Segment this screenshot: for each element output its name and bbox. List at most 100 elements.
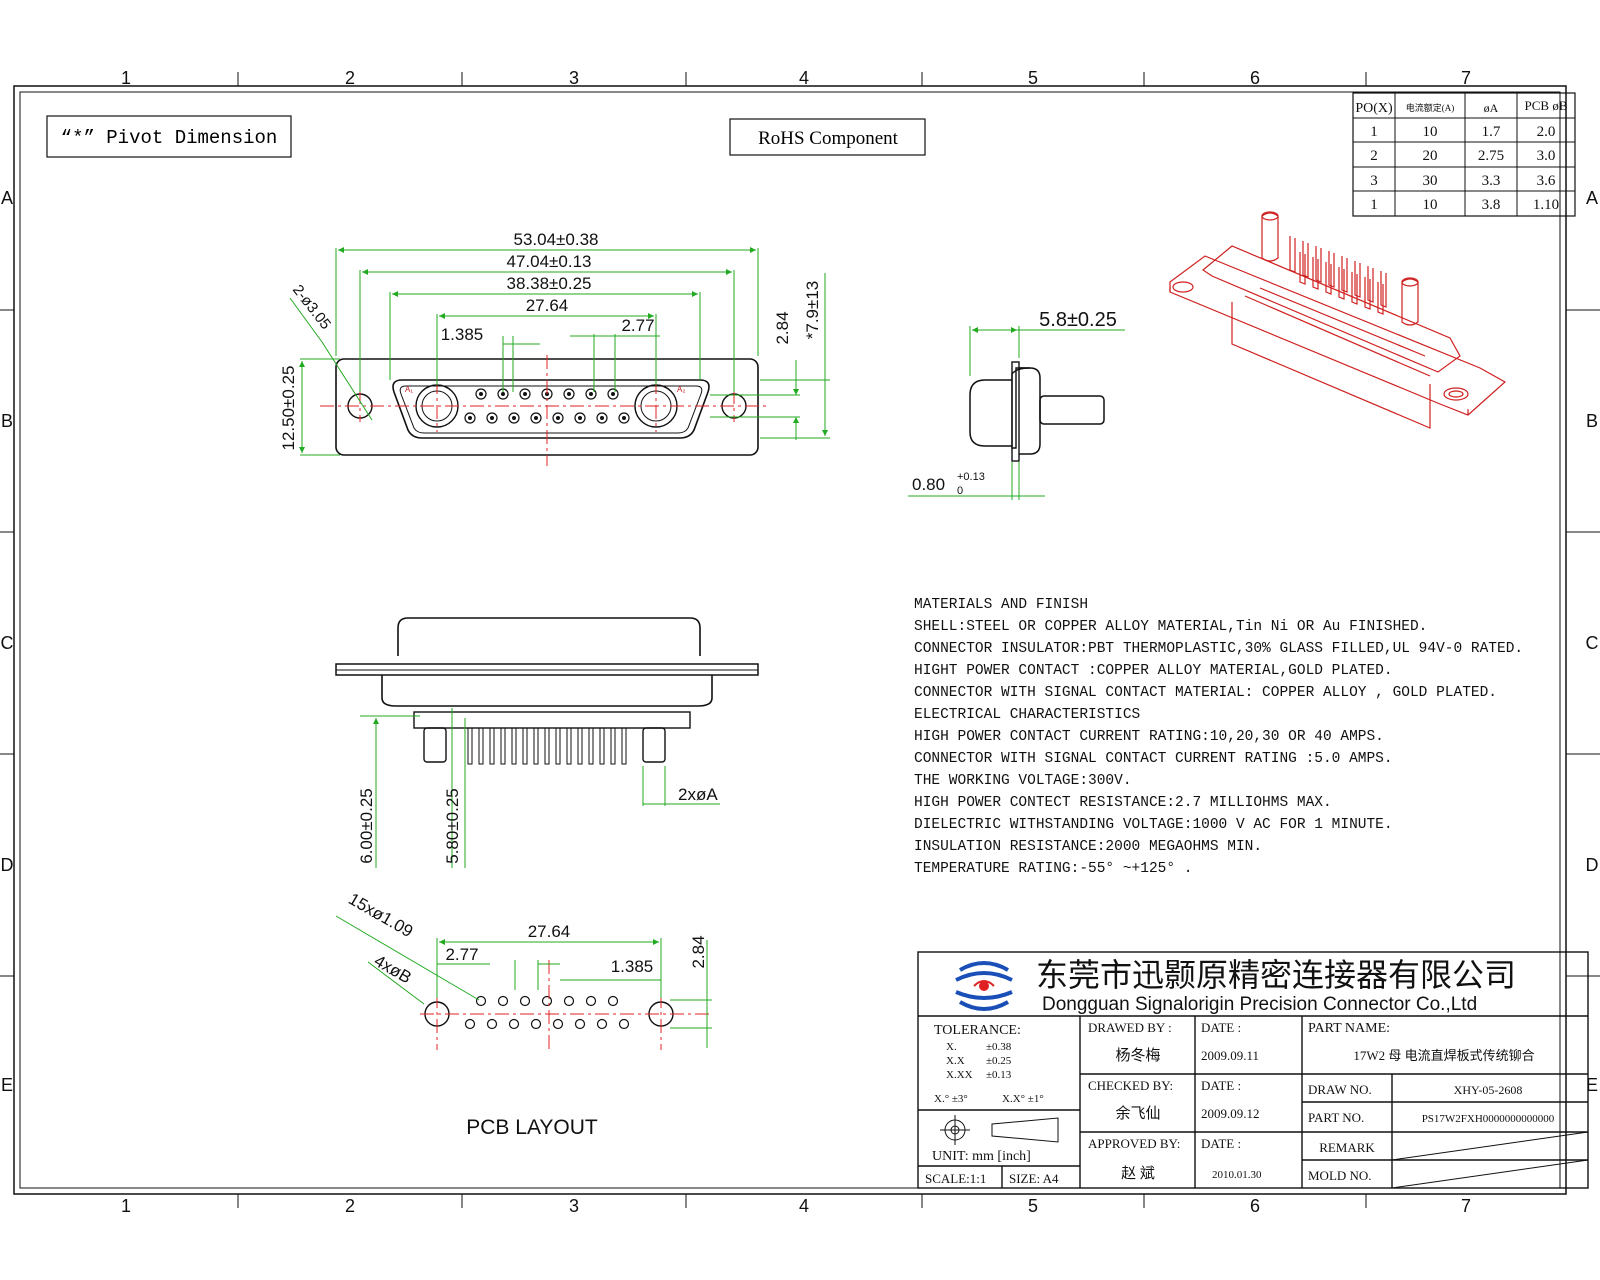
signal-tail [588, 727, 594, 765]
spec-header-current: 电流额定(A) [1406, 102, 1455, 113]
spec-cell: 3.6 [1537, 173, 1556, 189]
signal-contact [574, 412, 586, 424]
dim-pcb-pitch: 2.77 [445, 945, 478, 964]
bottom-dimension-lines [360, 708, 720, 868]
signal-tail [555, 727, 561, 765]
signal-tail [533, 727, 539, 765]
part-no-label: PART NO. [1308, 1110, 1364, 1125]
signal-tail [511, 727, 517, 765]
iso-pin [1364, 277, 1371, 310]
spec-note-line: THE WORKING VOLTAGE:300V. [914, 773, 1132, 789]
dim-flange-tol-lower: 0 [957, 485, 963, 497]
side-pin [1039, 395, 1105, 425]
spec-header-po: PO(X) [1355, 101, 1393, 116]
mold-no-label: MOLD NO. [1308, 1168, 1372, 1183]
dim-shell-width: 38.38±0.25 [507, 274, 592, 293]
pcb-layout: 27.64 2.77 1.385 2.84 15xø1.09 4xøB PCB … [335, 889, 712, 1139]
bottom-power-pin [642, 727, 666, 763]
signal-contact [596, 412, 608, 424]
dim-pcb-half-pitch: 1.385 [611, 957, 654, 976]
company-name-en: Dongguan Signalorigin Precision Connecto… [1042, 994, 1477, 1015]
dim-power-tail-length: 6.00±0.25 [357, 788, 376, 864]
side-body [1019, 367, 1041, 455]
iso-pin [1338, 267, 1345, 300]
isometric-signal-pins [1289, 236, 1387, 315]
tolerance-label: X.X [946, 1055, 965, 1067]
dim-pcb-power-holes: 4xøB [371, 951, 415, 987]
pcb-signal-hole [541, 995, 553, 1007]
signal-tail [577, 727, 583, 765]
grid-column-label: 3 [569, 1196, 579, 1216]
date-label: DATE : [1201, 1020, 1241, 1035]
grid-row-label: E [1, 1075, 13, 1095]
signal-contact [585, 388, 597, 400]
approved-by-name: 赵 斌 [1121, 1165, 1155, 1182]
date-approved: 2010.01.30 [1212, 1169, 1262, 1181]
rohs-note: RoHS Component [729, 118, 926, 156]
front-dimension-lines [289, 247, 830, 456]
pcb-layout-title: PCB LAYOUT [466, 1116, 598, 1139]
tolerance-label: X.XX [946, 1069, 973, 1081]
front-d-shell [392, 379, 710, 439]
spec-note-line: MATERIALS AND FINISH [914, 597, 1088, 613]
pcb-signal-hole [596, 1018, 608, 1030]
signal-tail [467, 727, 473, 765]
spec-cell: 1 [1370, 197, 1378, 213]
pcb-signal-hole [497, 995, 509, 1007]
pcb-signal-hole [607, 995, 619, 1007]
grid-row-label: E [1586, 1075, 1598, 1095]
spec-cell: 3.0 [1537, 148, 1556, 164]
grid-column-label: 1 [121, 68, 131, 88]
grid-column-label: 7 [1461, 1196, 1471, 1216]
side-dimension-lines [908, 326, 1125, 500]
iso-pin [1312, 257, 1319, 290]
part-no-value: PS17W2FXH0000000000000 [1422, 1113, 1555, 1125]
spec-cell: 3.3 [1482, 173, 1501, 189]
title-block-hatch [1391, 1131, 1589, 1189]
dim-overall-width: 53.04±0.38 [514, 230, 599, 249]
iso-pin [1289, 236, 1296, 273]
bottom-view: 6.00±0.25 5.80±0.25 2xøA [335, 617, 759, 868]
dim-mount-holes: 2-ø3.05 [289, 282, 334, 333]
spec-cell: 10 [1423, 197, 1438, 213]
date-label: DATE : [1201, 1078, 1241, 1093]
signal-contact-center [479, 392, 483, 396]
pcb-signal-hole [530, 1018, 542, 1030]
grid-column-label: 1 [121, 1196, 131, 1216]
pcb-signal-hole [574, 1018, 586, 1030]
signal-contact [519, 388, 531, 400]
contact-marker: A₁ [405, 385, 413, 394]
dim-mount-hole-spacing: 47.04±0.13 [507, 252, 592, 271]
pcb-signal-hole [486, 1018, 498, 1030]
signal-contact-center [523, 392, 527, 396]
side-shell [969, 379, 1012, 447]
spec-cell: 30 [1423, 173, 1438, 189]
dim-power-pin-diameter: 2xøA [678, 785, 718, 804]
signal-contact [530, 412, 542, 424]
front-centerlines [320, 355, 770, 466]
bottom-shell-top [397, 617, 701, 656]
part-name-value: 17W2 母 电流直焊板式传统铆合 [1353, 1048, 1534, 1063]
iso-pin [1351, 272, 1358, 305]
spec-cell: 1 [1370, 124, 1378, 140]
spec-cell: 2 [1370, 148, 1378, 164]
grid-column-label: 6 [1250, 68, 1260, 88]
checked-by-name: 余飞仙 [1115, 1104, 1160, 1122]
spec-note-line: INSULATION RESISTANCE:2000 MEGAOHMS MIN. [914, 839, 1262, 855]
signal-contact-center [468, 416, 472, 420]
signal-contact [563, 388, 575, 400]
pcb-signal-hole [464, 1018, 476, 1030]
grid-row-label: C [1586, 633, 1599, 653]
front-signal-pins [464, 388, 630, 424]
grid-column-label: 7 [1461, 68, 1471, 88]
spec-cell: 2.0 [1537, 124, 1556, 140]
remark-label: REMARK [1319, 1140, 1375, 1155]
contact-marker: A₂ [677, 385, 685, 394]
dim-flange-thickness: 0.80 [912, 475, 945, 494]
signal-contact-center [556, 416, 560, 420]
spec-cell: 1.10 [1533, 197, 1559, 213]
signal-contact [486, 412, 498, 424]
spec-note-line: DIELECTRIC WITHSTANDING VOLTAGE:1000 V A… [914, 817, 1393, 833]
pcb-signal-hole [508, 1018, 520, 1030]
